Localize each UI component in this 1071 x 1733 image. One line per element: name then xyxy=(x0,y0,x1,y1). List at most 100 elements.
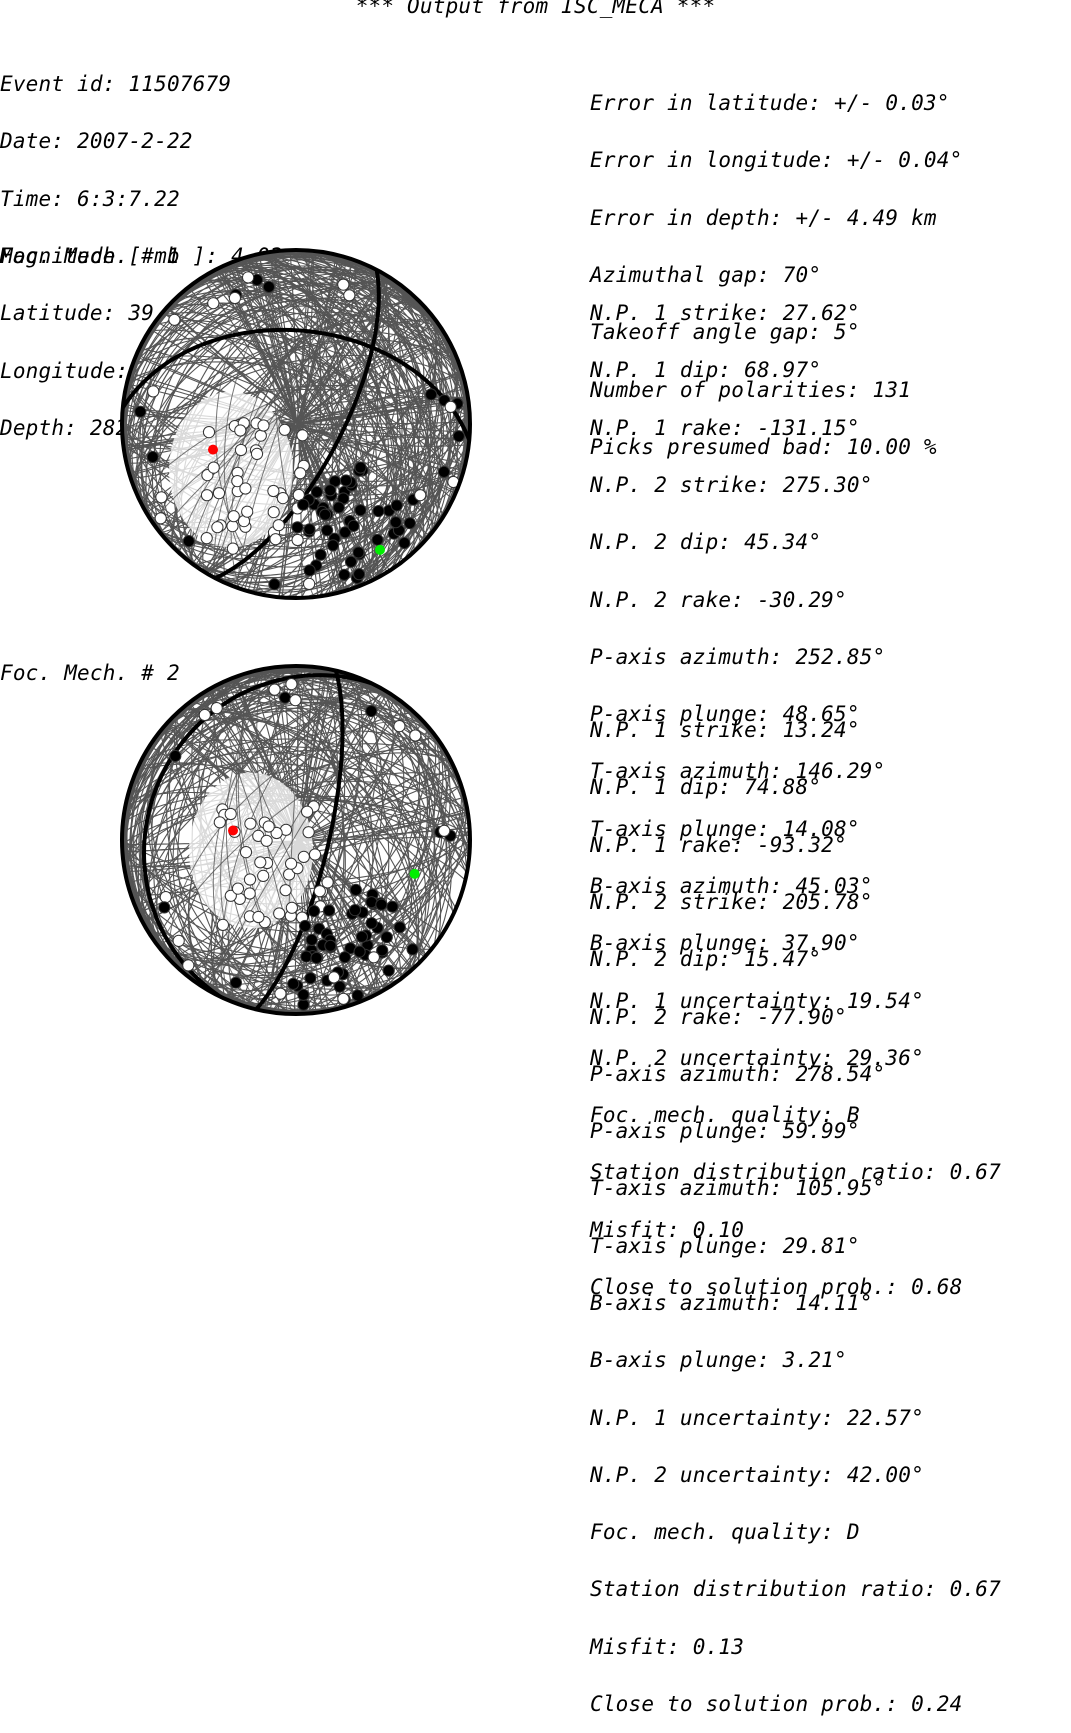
dilatation-station xyxy=(337,278,350,291)
compression-station xyxy=(291,521,304,534)
dilatation-station xyxy=(297,850,310,863)
mech-1-param: B-axis azimuth: 45.03° xyxy=(590,874,873,898)
dilatation-station xyxy=(269,533,282,546)
mech-2-title: Foc. Mech. # 2 xyxy=(0,661,180,685)
mech-2-param: N.P. 2 uncertainty: 42.00° xyxy=(590,1462,924,1487)
dilatation-station xyxy=(244,817,257,830)
uncertainty-plane xyxy=(137,351,455,497)
dilatation-station xyxy=(291,533,304,547)
dilatation-station xyxy=(294,467,307,480)
uncertainty-plane xyxy=(215,250,306,598)
dilatation-station xyxy=(444,400,457,413)
uncertainty-plane xyxy=(155,714,431,951)
compression-station xyxy=(332,501,345,514)
uncertainty-plane xyxy=(157,717,438,947)
uncertainty-plane xyxy=(145,320,447,512)
compression-station xyxy=(376,944,389,957)
uncertainty-plane xyxy=(135,678,415,969)
nodal-plane-1 xyxy=(214,269,381,580)
uncertainty-plane xyxy=(206,690,386,990)
compression-station xyxy=(146,450,159,464)
dilatation-station xyxy=(231,882,245,895)
mech-1-param: B-axis plunge: 37.90° xyxy=(590,931,860,956)
uncertainty-plane xyxy=(187,287,445,579)
mech-2-params: N.P. 1 strike: 13.24° N.P. 1 dip: 74.88°… xyxy=(590,683,1001,1733)
output-title: *** Output from ISC_MECA *** xyxy=(355,0,716,18)
event-time: Time: 6:3:7.22 xyxy=(0,186,180,211)
uncertainty-plane xyxy=(128,790,464,974)
t-axis-marker xyxy=(375,544,385,555)
dilatation-station xyxy=(252,910,265,924)
mech-1-param: N.P. 2 rake: -30.29° xyxy=(590,587,847,612)
uncertainty-plane xyxy=(122,837,470,924)
dilatation-station xyxy=(278,423,291,436)
uncertainty-plane xyxy=(153,687,402,979)
compression-station xyxy=(182,535,195,548)
event-id: Event id: 11507679 xyxy=(0,72,232,97)
compression-station xyxy=(339,526,352,539)
dilatation-station xyxy=(226,542,240,555)
dilatation-station xyxy=(207,297,220,310)
dilatation-station xyxy=(211,521,224,534)
dilatation-station xyxy=(242,271,255,284)
dilatation-station xyxy=(367,951,380,964)
uncertainty-plane xyxy=(184,264,452,559)
dilatation-station xyxy=(159,891,172,904)
mech-1-param: T-axis azimuth: 146.29° xyxy=(590,759,886,784)
compression-station xyxy=(371,533,384,546)
compression-station xyxy=(304,972,317,985)
error-depth: Error in depth: +/- 4.49 km xyxy=(590,205,937,230)
dilatation-station xyxy=(267,506,280,519)
uncertainty-plane xyxy=(123,402,469,447)
compression-station xyxy=(287,977,300,990)
compression-station xyxy=(344,555,358,568)
dilatation-station xyxy=(409,729,422,742)
event-magnitude: Magnitude [ mb ]: 4.02 xyxy=(0,244,283,269)
compression-station xyxy=(353,568,366,581)
uncertainty-plane xyxy=(183,699,427,974)
compression-station xyxy=(297,498,310,511)
p-axis-marker xyxy=(228,825,238,836)
compression-station xyxy=(333,980,346,993)
mech-2-param: N.P. 2 rake: -77.90° xyxy=(590,1004,847,1029)
mech-2-param: B-axis plunge: 3.21° xyxy=(590,1348,847,1373)
dilatation-station xyxy=(302,826,315,839)
compression-station xyxy=(372,505,385,518)
uncertainty-plane xyxy=(146,703,405,996)
uncertainty-plane xyxy=(160,730,432,950)
uncertainty-plane xyxy=(223,252,326,596)
dilatation-station xyxy=(239,482,252,495)
mech-2-param: N.P. 1 dip: 74.88° xyxy=(590,775,822,800)
dilatation-station xyxy=(216,918,230,931)
dilatation-station xyxy=(285,901,298,914)
focal-sphere-outline xyxy=(120,664,472,1016)
mech-2-param: N.P. 1 uncertainty: 22.57° xyxy=(590,1405,924,1430)
uncertainty-plane xyxy=(189,285,403,562)
compression-station xyxy=(339,474,353,487)
compression-station xyxy=(354,504,367,517)
compression-station xyxy=(354,461,367,474)
dilatation-station xyxy=(313,885,326,898)
uncertainty-plane xyxy=(157,692,452,946)
compression-station xyxy=(326,539,340,552)
t-axis-marker xyxy=(409,868,420,879)
dilatation-station xyxy=(343,289,356,302)
uncertainty-plane xyxy=(221,682,371,998)
dilatation-station xyxy=(272,519,285,532)
dilatation-station xyxy=(234,443,248,457)
compression-station xyxy=(338,951,351,964)
dilatation-station xyxy=(239,846,253,859)
mech-1-param: P-axis azimuth: 252.85° xyxy=(590,644,886,669)
uncertainty-plane xyxy=(164,725,430,962)
compression-station xyxy=(348,904,362,917)
uncertainty-plane xyxy=(168,719,423,960)
dilatation-station xyxy=(260,834,273,847)
uncertainty-plane xyxy=(143,755,450,956)
uncertainty-plane xyxy=(127,311,465,469)
uncertainty-plane xyxy=(132,355,460,485)
uncertainty-plane xyxy=(131,338,461,483)
mech-2-param: Misfit: 0.13 xyxy=(590,1634,745,1659)
mech-1-param: T-axis plunge: 14.08° xyxy=(590,816,860,841)
uncertainty-plane xyxy=(173,715,420,964)
uncertainty-plane xyxy=(123,767,469,868)
